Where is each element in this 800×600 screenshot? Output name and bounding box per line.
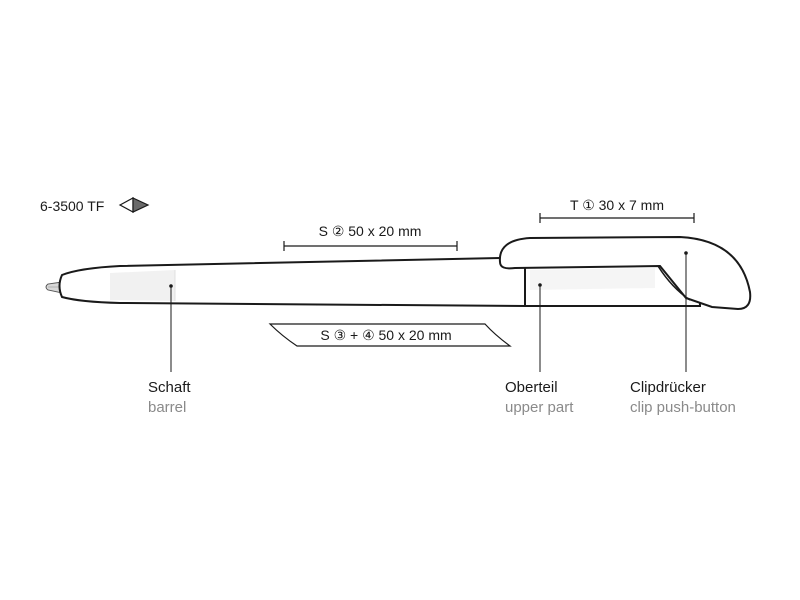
callout-clip-button-de: Clipdrücker [630,379,706,396]
callout-upper-part-en: upper part [505,399,574,416]
callout-clip-button: Clipdrücker clip push-button [630,251,736,416]
print-area-barrel-wrap: S ③ + ④ 50 x 20 mm [268,323,512,347]
callout-upper-part: Oberteil upper part [505,283,574,416]
callout-barrel: Schaft barrel [148,284,191,416]
print-area-clip: T ① 30 x 7 mm [539,197,695,223]
print-area-barrel-top-label: S ② 50 x 20 mm [319,223,422,239]
pen-clip [498,235,752,311]
direction-marker-icon [118,196,150,214]
print-area-barrel-top: S ② 50 x 20 mm [283,223,458,251]
pen-barrel [58,257,526,308]
pen-tip [45,281,63,294]
callout-barrel-en: barrel [148,399,186,416]
callout-barrel-de: Schaft [148,379,191,396]
model-code: 6-3500 TF [40,198,104,214]
print-area-clip-label: T ① 30 x 7 mm [570,197,664,213]
print-area-barrel-wrap-label: S ③ + ④ 50 x 20 mm [320,327,451,343]
callout-clip-button-en: clip push-button [630,399,736,416]
callout-upper-part-de: Oberteil [505,379,558,396]
